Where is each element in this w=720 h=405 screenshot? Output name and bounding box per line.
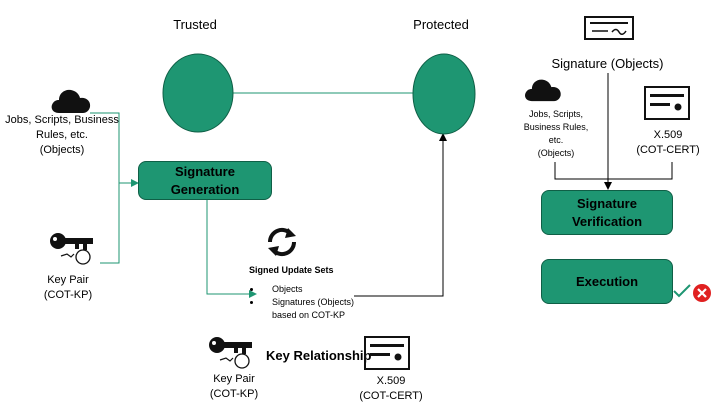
- cloud-icon: [51, 89, 91, 113]
- objects-to-generation-arrow: [90, 112, 139, 187]
- sync-icon: [267, 227, 297, 257]
- signature-objects-label: Signature (Objects): [551, 56, 664, 71]
- signed-update-sets-list: Objects Signatures (Objects) based on CO…: [248, 283, 412, 322]
- protected-node-circle: [412, 53, 476, 135]
- cloud-icon: [525, 79, 561, 102]
- list-item: Objects: [262, 283, 412, 296]
- signature-document-icon: [584, 16, 634, 40]
- keypair-to-generation-line: [100, 183, 120, 264]
- trusted-label: Trusted: [173, 17, 217, 32]
- list-item: Signatures (Objects) based on COT-KP: [262, 296, 412, 322]
- left-keypair-label: Key Pair (COT-KP): [43, 274, 93, 301]
- certificate-icon: [364, 336, 410, 370]
- key-relationship-label: Key Relationship: [266, 348, 372, 363]
- signature-generation-box[interactable]: Signature Generation: [138, 161, 272, 200]
- certificate-icon: [644, 86, 690, 120]
- signed-sets-to-protected-arrow: [354, 133, 447, 297]
- right-objects-label: Jobs, Scripts, Business Rules, etc. (Obj…: [523, 109, 589, 159]
- key-icon: [50, 233, 93, 265]
- signature-verification-box[interactable]: Signature Verification: [541, 190, 673, 235]
- checkmark-icon: [673, 284, 691, 298]
- bottom-keypair-label: Key Pair (COT-KP): [209, 373, 259, 400]
- key-icon: [209, 337, 252, 369]
- right-cert-label: X.509 (COT-CERT): [636, 129, 700, 156]
- bottom-cert-label: X.509 (COT-CERT): [359, 375, 423, 402]
- error-x-icon: [693, 284, 711, 302]
- left-objects-label: Jobs, Scripts, Business Rules, etc. (Obj…: [5, 114, 119, 156]
- right-objects-merge-line: [554, 162, 673, 180]
- signed-update-sets-title: Signed Update Sets: [249, 265, 334, 275]
- trusted-node-circle: [162, 53, 234, 133]
- execution-box[interactable]: Execution: [541, 259, 673, 304]
- protected-label: Protected: [413, 17, 469, 32]
- generation-to-signed-sets-arrow: [206, 200, 257, 298]
